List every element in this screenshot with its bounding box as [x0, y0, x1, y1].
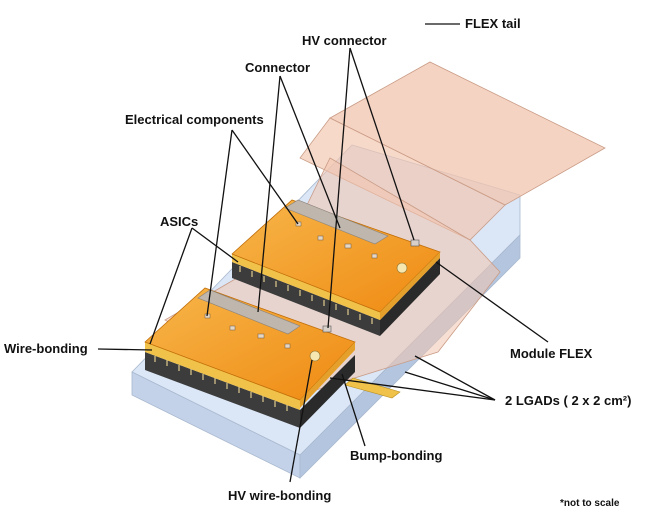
label-electrical-components: Electrical components [125, 112, 264, 127]
upper-module [231, 199, 441, 336]
label-flex-tail: FLEX tail [465, 16, 521, 31]
label-bump-bonding: Bump-bonding [350, 448, 442, 463]
label-hv-connector: HV connector [302, 33, 387, 48]
label-connector: Connector [245, 60, 310, 75]
lower-module [144, 287, 356, 428]
leader-lines [97, 23, 549, 483]
label-not-to-scale: *not to scale [560, 498, 620, 509]
label-lgads: 2 LGADs ( 2 x 2 cm²) [505, 393, 631, 408]
label-hv-wire-bonding: HV wire-bonding [228, 488, 331, 503]
label-asics: ASICs [160, 214, 198, 229]
label-wire-bonding: Wire-bonding [4, 341, 88, 356]
label-module-flex: Module FLEX [510, 346, 593, 361]
